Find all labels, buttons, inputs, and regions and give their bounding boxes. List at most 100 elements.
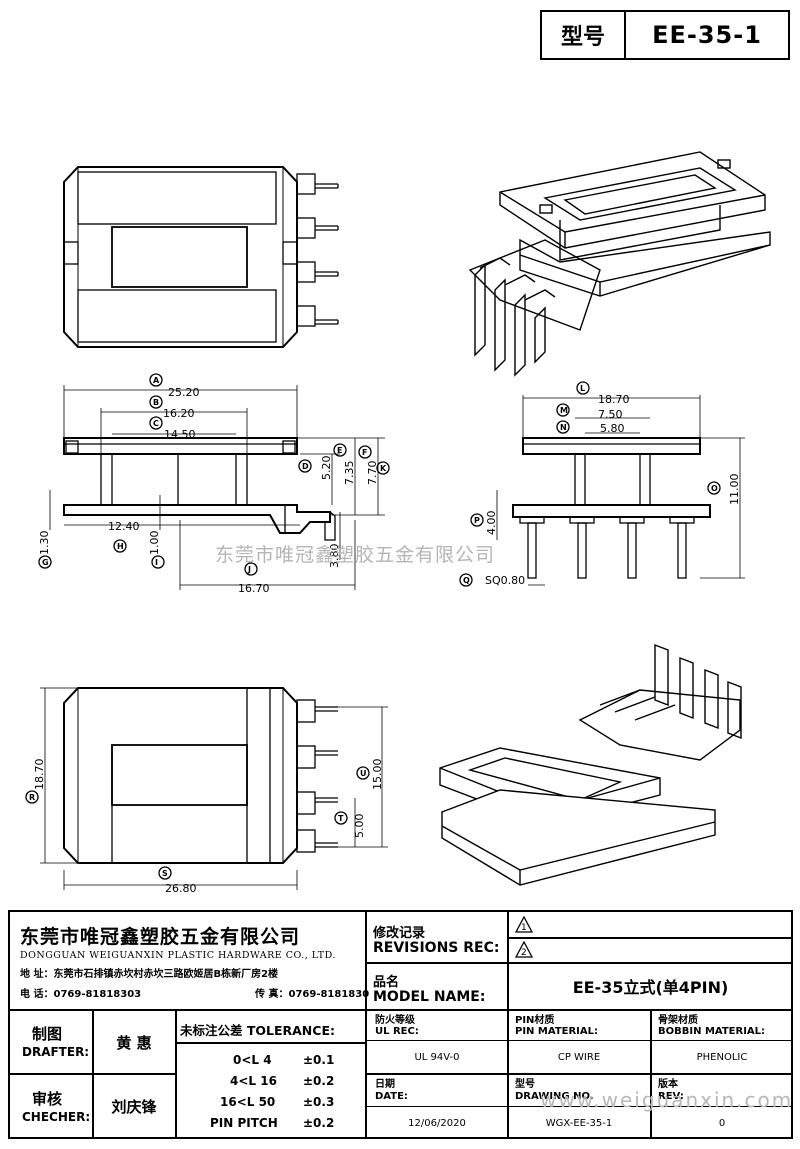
dim-F: 7.70 (366, 461, 379, 486)
model-number-value: EE-35-1 (652, 21, 762, 49)
drawing-label-cn: 型号 (515, 1079, 535, 1090)
tolerance-title: 未标注公差 TOLERANCE: (180, 1023, 335, 1038)
revision-mark-1: 1 (514, 915, 534, 933)
bottom-view (40, 687, 388, 890)
dim-J: 16.70 (238, 582, 270, 595)
checker-label-cn: 审核 (32, 1090, 63, 1108)
technical-drawing: 25.20 16.20 14.50 5.20 7.35 7.70 1.30 12… (25, 151, 771, 895)
dim-U: 15.00 (371, 759, 384, 791)
isometric-view-top (468, 151, 771, 377)
fire-label-cn: 防火等级 (375, 1015, 415, 1026)
company-address: 地 址：东莞市石排镇赤坎村赤坎三路欧姬居B栋新厂房2楼 (20, 969, 279, 980)
main-divider (10, 1009, 793, 1011)
model-name-value: EE-35立式(单4PIN) (572, 978, 729, 997)
watermark-company: 东莞市唯冠鑫塑胶五金有限公司 (215, 544, 496, 566)
isometric-view-bottom (439, 643, 742, 886)
company-name-en: DONGGUAN WEIGUANXIN PLASTIC HARDWARE CO.… (20, 950, 336, 961)
callout-G: G (42, 558, 49, 567)
drawing-label-en: DRAWING NO. (515, 1091, 594, 1102)
revisions-label-cn: 修改记录 (373, 926, 426, 941)
tolerance-range-3: 16<L 50 (220, 1095, 276, 1109)
title-block: 东莞市唯冠鑫塑胶五金有限公司 DONGGUAN WEIGUANXIN PLAST… (8, 910, 793, 1139)
date-label-en: DATE: (375, 1091, 408, 1102)
revision-mark-2-text: 2 (521, 948, 527, 958)
dim-K: 3.80 (328, 544, 341, 569)
callout-K: K (380, 464, 387, 473)
callout-B: B (153, 398, 159, 407)
watermark-url: www.weiguanxin.com (540, 1088, 794, 1112)
tolerance-range-4: PIN PITCH (210, 1116, 278, 1130)
company-name-cn: 东莞市唯冠鑫塑胶五金有限公司 (20, 926, 301, 948)
revisions-label-en: REVISIONS REC: (373, 940, 500, 956)
dim-O: 11.00 (728, 474, 741, 506)
front-view (49, 385, 385, 590)
top-view-pins (296, 173, 339, 327)
fire-value: UL 94V-0 (414, 1051, 460, 1063)
tolerance-value-3: ±0.3 (303, 1095, 335, 1109)
callout-S: S (162, 869, 168, 878)
callout-F: F (362, 448, 367, 457)
model-name-divider (507, 962, 509, 1009)
callout-I: I (155, 558, 158, 567)
dim-C: 14.50 (164, 428, 196, 441)
callout-H: H (117, 542, 124, 551)
dim-T: 5.00 (353, 814, 366, 839)
divider (365, 912, 367, 1009)
pin-value: CP WIRE (557, 1051, 601, 1063)
revisions-row-line (507, 937, 793, 939)
dimension-values: 25.20 16.20 14.50 5.20 7.35 7.70 1.30 12… (33, 386, 741, 895)
dim-H: 12.40 (108, 520, 140, 533)
specs-row-line-3 (367, 1106, 793, 1107)
callout-P: P (474, 516, 480, 525)
dim-R: 18.70 (33, 759, 46, 791)
bobbin-value: PHENOLIC (696, 1051, 748, 1063)
callout-N: N (560, 423, 567, 432)
callout-E: E (337, 446, 342, 455)
specs-row-line-2 (367, 1073, 793, 1075)
callout-L: L (580, 384, 585, 393)
dim-P: 4.00 (485, 511, 498, 536)
dim-I: 1.00 (148, 531, 161, 556)
dim-E: 7.35 (343, 461, 356, 486)
checker-label-en: CHECHER: (22, 1110, 91, 1124)
rev-value: 0 (718, 1117, 726, 1129)
pin-label-en: PIN MATERIAL: (515, 1026, 598, 1037)
dim-S: 26.80 (165, 882, 197, 895)
dim-B: 16.20 (163, 407, 195, 420)
bobbin-label-cn: 骨架材质 (658, 1015, 698, 1026)
drafter-label-en: DRAFTER: (22, 1045, 90, 1059)
side-view-pins (519, 516, 695, 579)
tolerance-right-line (365, 1009, 367, 1139)
dim-L: 18.70 (598, 393, 630, 406)
dim-N: 5.80 (600, 422, 625, 435)
top-view (63, 166, 339, 348)
dimension-callouts: A B C D E F G H I J K L M N O P Q R S T … (25, 373, 721, 880)
dim-M: 7.50 (598, 408, 623, 421)
dim-A: 25.20 (168, 386, 200, 399)
dim-D: 5.20 (320, 456, 333, 481)
callout-Q: Q (463, 576, 470, 585)
tolerance-value-1: ±0.1 (303, 1053, 335, 1067)
callout-D: D (302, 462, 309, 471)
revision-mark-2: 2 (514, 940, 534, 958)
drafter-row-line (10, 1073, 175, 1075)
tolerance-value-2: ±0.2 (303, 1074, 335, 1088)
callout-M: M (560, 406, 568, 415)
model-number-label: 型号 (542, 12, 626, 58)
dim-Q: SQ0.80 (485, 574, 525, 587)
callout-T: T (338, 814, 344, 823)
revision-mark-1-text: 1 (521, 923, 527, 933)
model-number-box: 型号 EE-35-1 (540, 10, 790, 60)
rev-label-en: REV: (658, 1091, 684, 1102)
tolerance-col-line (175, 1009, 177, 1139)
fire-label-en: UL REC: (375, 1026, 419, 1037)
callout-U: U (360, 769, 367, 778)
drawing-value: WGX-EE-35-1 (545, 1117, 613, 1129)
callout-J: J (247, 565, 251, 574)
company-phone: 电 话：0769-81818303 (20, 989, 142, 1000)
model-name-row-line (365, 962, 793, 964)
callout-O: O (711, 484, 718, 493)
callout-R: R (29, 793, 35, 802)
rev-label-cn: 版本 (658, 1079, 678, 1090)
bobbin-label-en: BOBBIN MATERIAL: (658, 1026, 766, 1037)
